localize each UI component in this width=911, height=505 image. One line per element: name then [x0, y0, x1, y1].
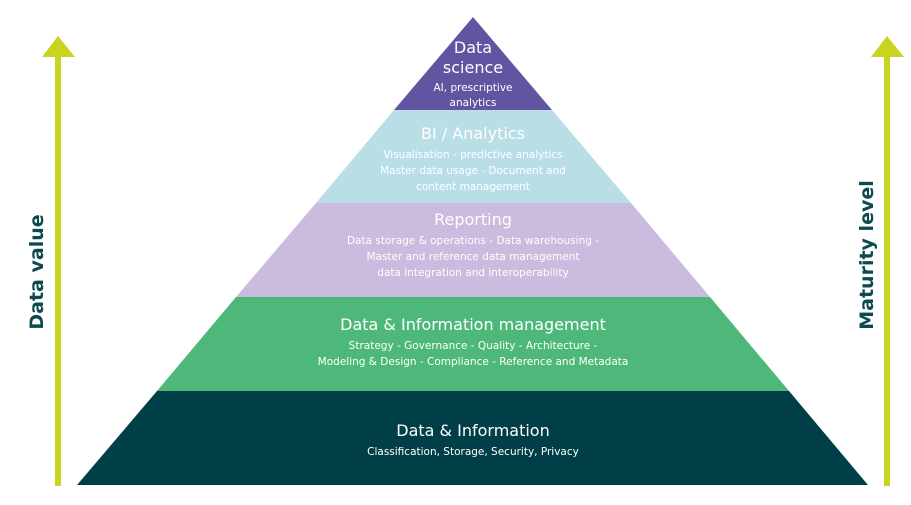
level-description: analytics [450, 97, 497, 109]
level-description: Modeling & Design - Compliance - Referen… [318, 356, 629, 368]
level-title: science [443, 58, 503, 77]
level-title: Data & Information [396, 421, 549, 440]
maturity-level-arrow [871, 36, 904, 486]
level-description: Master data usage - Document and [380, 165, 566, 177]
level-title: Data & Information management [340, 315, 606, 334]
level-data-information-management [157, 297, 789, 391]
level-description: Visualisation - predictive analytics [383, 149, 562, 161]
level-bi-analytics [316, 110, 631, 203]
level-reporting [236, 203, 710, 297]
level-data-information [77, 391, 868, 485]
data-value-label: Data value [26, 214, 48, 329]
level-title: BI / Analytics [421, 124, 525, 143]
level-description: Master and reference data management [366, 251, 579, 263]
level-description: data integration and interoperability [377, 267, 568, 279]
arrow-head-icon [871, 36, 904, 57]
level-title: Reporting [434, 210, 512, 229]
level-description: AI, prescriptive [433, 82, 512, 94]
level-title: Data [454, 38, 492, 57]
level-data-science [394, 17, 552, 110]
level-description: Data storage & operations - Data warehou… [347, 235, 599, 247]
arrow-head-icon [42, 36, 75, 57]
data-value-arrow [42, 36, 75, 486]
level-description: content management [416, 181, 530, 193]
level-description: Classification, Storage, Security, Priva… [367, 446, 579, 458]
maturity-level-label: Maturity level [856, 180, 878, 330]
level-description: Strategy - Governance - Quality - Archit… [349, 340, 598, 352]
